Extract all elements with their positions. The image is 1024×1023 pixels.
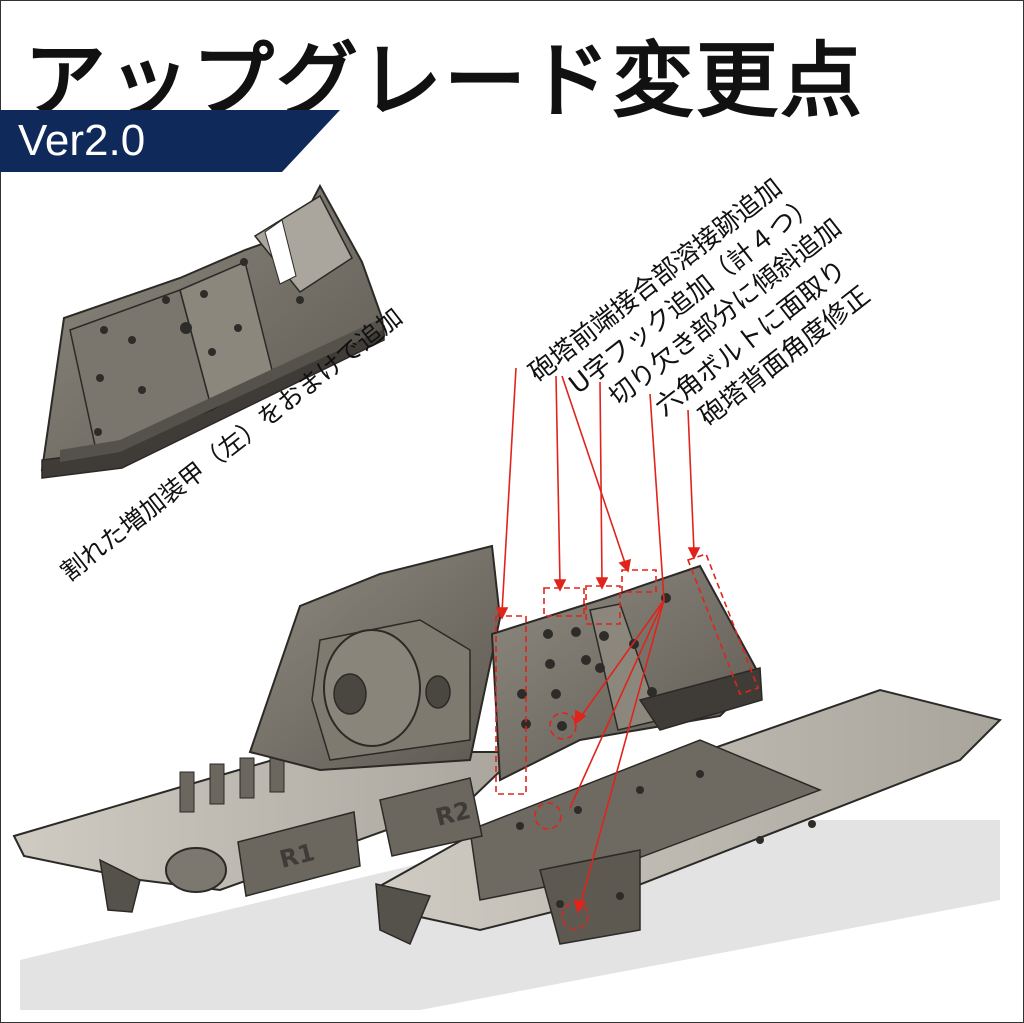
superstructure xyxy=(248,544,502,772)
version-banner xyxy=(0,110,340,172)
hull-floor-right xyxy=(375,688,1002,946)
bonus-armor-piece xyxy=(40,183,386,479)
front-armor-main xyxy=(490,564,763,782)
small-parts xyxy=(165,777,483,897)
version-label: Ver2.0 xyxy=(18,116,146,165)
highlight-boxes xyxy=(495,553,760,930)
annotation-arrows xyxy=(495,367,701,914)
